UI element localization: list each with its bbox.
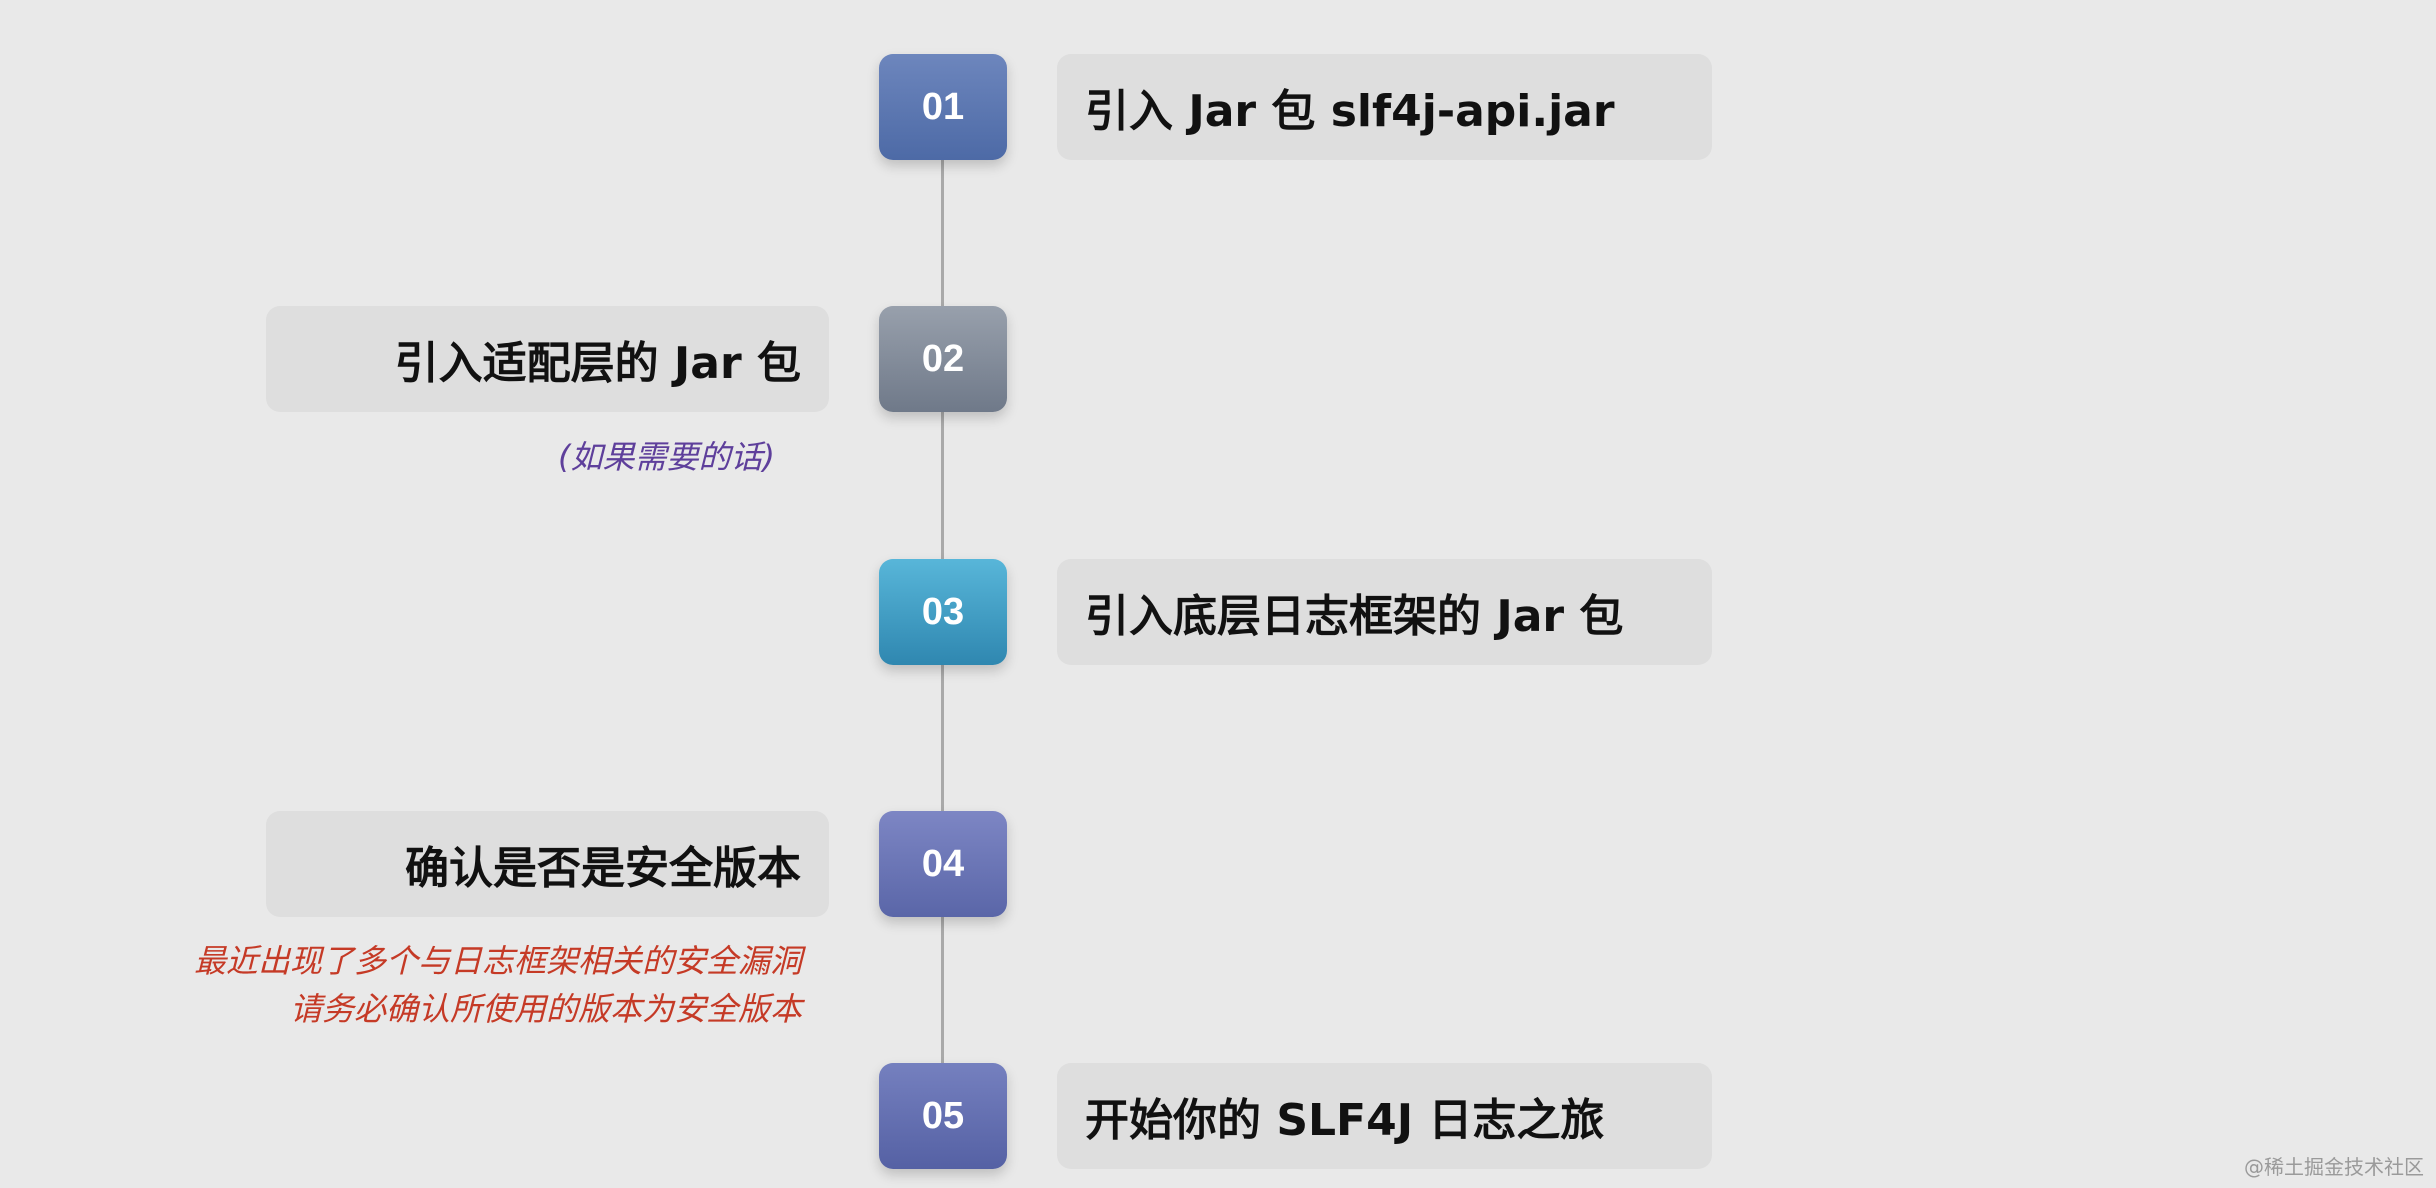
step-warning-line-1: 最近出现了多个与日志框架相关的安全漏洞 [193, 942, 802, 980]
step-warning-04: 最近出现了多个与日志框架相关的安全漏洞 请务必确认所使用的版本为安全版本 [194, 937, 802, 1033]
step-label-04: 确认是否是安全版本 [405, 843, 801, 894]
step-badge-01: 01 [879, 54, 1007, 160]
step-label-05: 开始你的 SLF4J 日志之旅 [1085, 1095, 1605, 1146]
step-badge-05: 05 [879, 1063, 1007, 1169]
step-note-02: (如果需要的话) [558, 438, 775, 476]
watermark: @稀土掘金技术社区 [2244, 1155, 2424, 1179]
step-label-02: 引入适配层的 Jar 包 [394, 338, 801, 389]
step-box-04: 确认是否是安全版本 [266, 811, 829, 917]
step-box-05: 开始你的 SLF4J 日志之旅 [1057, 1063, 1712, 1169]
step-box-01: 引入 Jar 包 slf4j-api.jar [1057, 54, 1712, 160]
step-badge-04: 04 [879, 811, 1007, 917]
step-warning-line-2: 请务必确认所使用的版本为安全版本 [289, 990, 802, 1028]
step-box-02: 引入适配层的 Jar 包 [266, 306, 829, 412]
step-label-01: 引入 Jar 包 slf4j-api.jar [1085, 86, 1615, 137]
step-box-03: 引入底层日志框架的 Jar 包 [1057, 559, 1712, 665]
step-label-03: 引入底层日志框架的 Jar 包 [1085, 591, 1624, 642]
step-badge-03: 03 [879, 559, 1007, 665]
step-badge-02: 02 [879, 306, 1007, 412]
